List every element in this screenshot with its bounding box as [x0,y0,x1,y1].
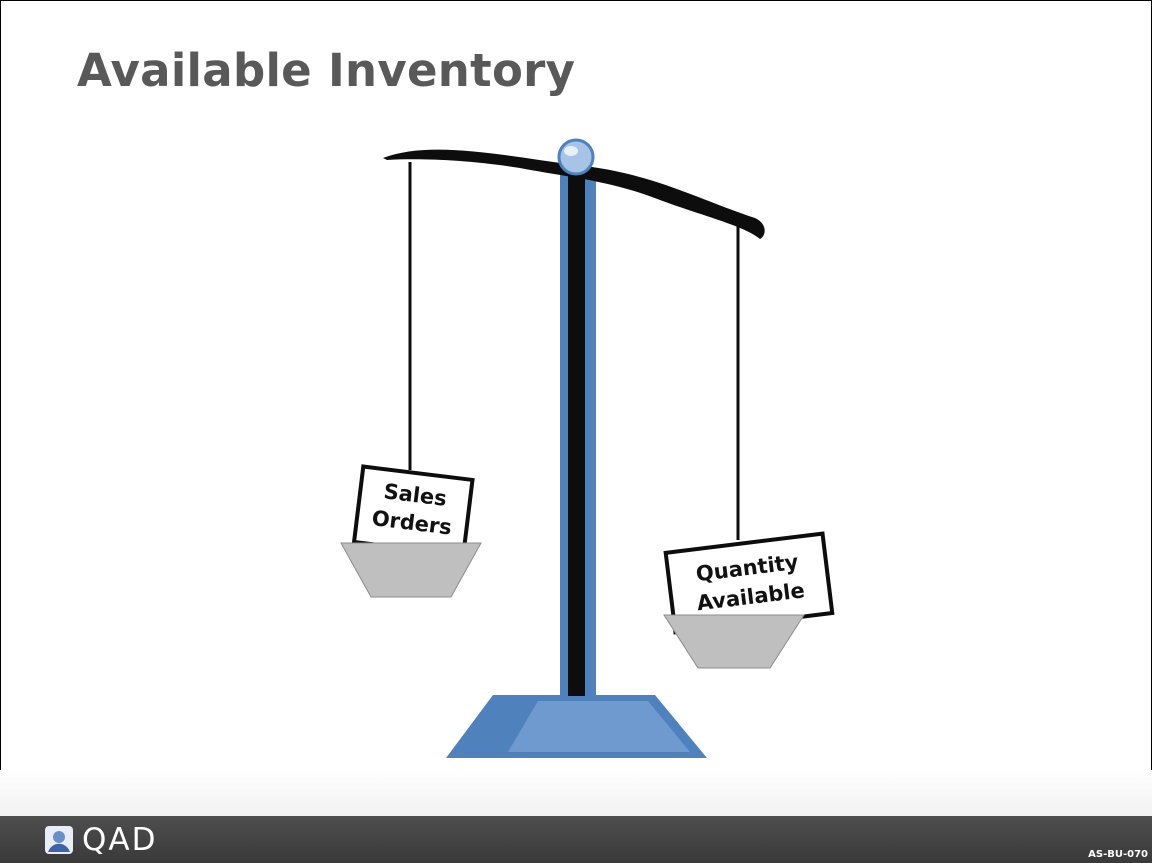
scale-pole-core [568,170,585,696]
footer-bar [0,816,1152,863]
qad-logo-text: QAD [82,822,158,858]
left-card: Sales Orders [351,464,475,558]
pivot-knob [557,138,595,176]
slide-code: AS-BU-070 [1088,849,1148,860]
pivot-knob-highlight [564,146,578,156]
left-pan [340,542,482,598]
right-pan [663,614,805,669]
slide-title: Available Inventory [77,44,576,97]
balance-scale-illustration: Sales Orders Quantity Available [340,138,835,758]
right-card: Quantity Available [663,531,835,635]
qad-logo: QAD [44,822,157,858]
qad-logo-icon [45,826,73,854]
footer-fade [0,770,1152,816]
scale-base-highlight [508,701,690,752]
